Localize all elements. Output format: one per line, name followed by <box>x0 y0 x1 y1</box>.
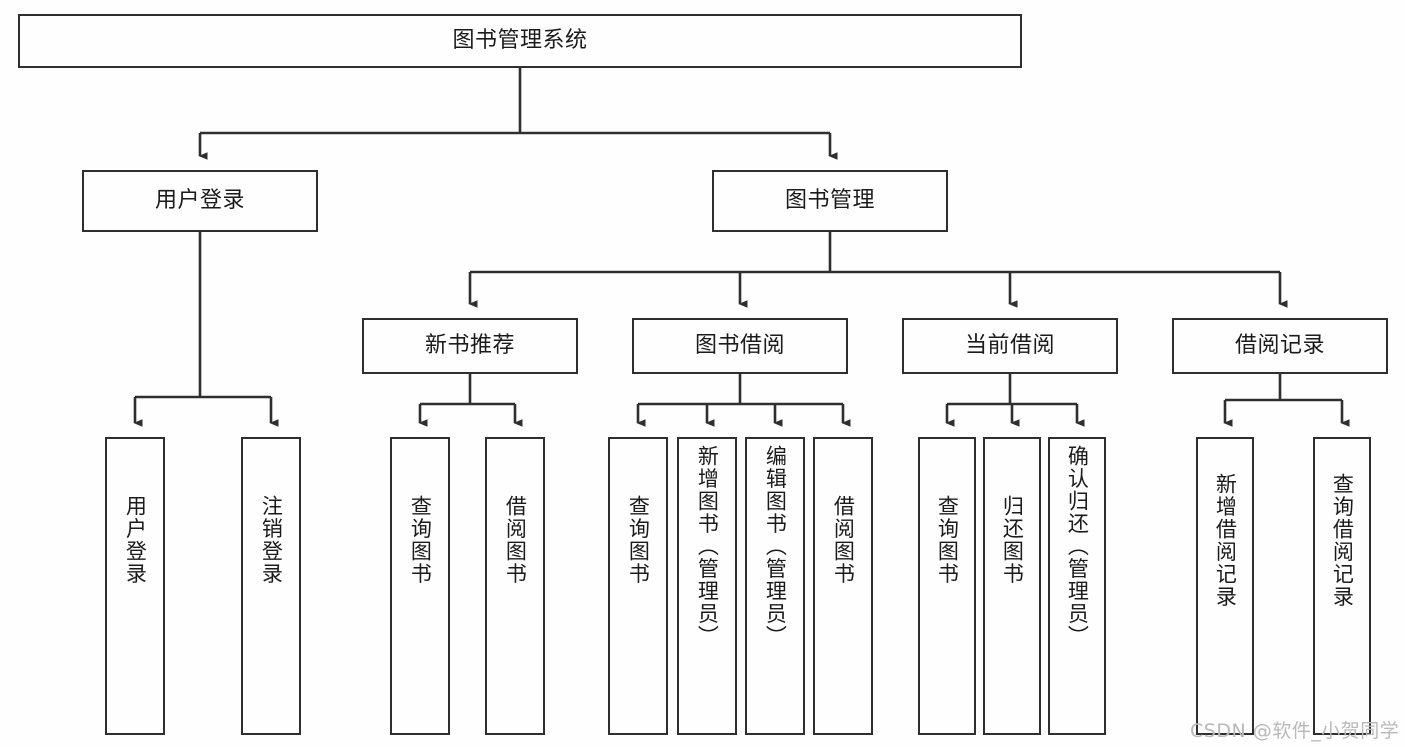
node-leaf-return-book[interactable]: 归还图书 <box>983 437 1041 735</box>
node-leaf-logout[interactable]: 注销登录 <box>241 437 301 735</box>
node-leaf-query-book-3-label: 查询图书 <box>935 495 960 585</box>
node-borrow-record-label: 借阅记录 <box>1234 332 1325 358</box>
node-root-label: 图书管理系统 <box>452 27 588 53</box>
node-user-login-label: 用户登录 <box>154 187 245 213</box>
node-leaf-edit-book-label: 编辑图书（管理员） <box>763 445 788 648</box>
node-leaf-query-book-3[interactable]: 查询图书 <box>918 437 976 735</box>
node-current-borrow[interactable]: 当前借阅 <box>902 318 1118 374</box>
node-root[interactable]: 图书管理系统 <box>18 14 1022 68</box>
node-leaf-query-book-1[interactable]: 查询图书 <box>390 437 450 735</box>
node-leaf-query-record[interactable]: 查询借阅记录 <box>1313 437 1371 735</box>
node-book-borrow-label: 图书借阅 <box>694 332 785 358</box>
node-leaf-query-book-2[interactable]: 查询图书 <box>608 437 668 735</box>
node-leaf-confirm-return[interactable]: 确认归还（管理员） <box>1048 437 1106 735</box>
node-current-borrow-label: 当前借阅 <box>964 332 1055 358</box>
node-leaf-user-login-label: 用户登录 <box>123 495 148 585</box>
node-leaf-borrow-book-2-label: 借阅图书 <box>831 495 856 585</box>
node-leaf-query-book-1-label: 查询图书 <box>408 495 433 585</box>
node-book-manage[interactable]: 图书管理 <box>712 170 948 232</box>
node-leaf-logout-label: 注销登录 <box>259 495 284 585</box>
node-leaf-borrow-book-2[interactable]: 借阅图书 <box>813 437 873 735</box>
node-book-manage-label: 图书管理 <box>784 187 875 213</box>
node-leaf-add-book[interactable]: 新增图书（管理员） <box>677 437 737 735</box>
node-leaf-borrow-book-1-label: 借阅图书 <box>503 495 528 585</box>
node-user-login[interactable]: 用户登录 <box>82 170 318 232</box>
node-borrow-record[interactable]: 借阅记录 <box>1172 318 1388 374</box>
node-new-book-rec[interactable]: 新书推荐 <box>362 318 578 374</box>
node-leaf-confirm-return-label: 确认归还（管理员） <box>1065 445 1090 648</box>
node-leaf-add-book-label: 新增图书（管理员） <box>695 445 720 648</box>
node-leaf-query-book-2-label: 查询图书 <box>626 495 651 585</box>
node-book-borrow[interactable]: 图书借阅 <box>632 318 848 374</box>
node-leaf-edit-book[interactable]: 编辑图书（管理员） <box>745 437 805 735</box>
csdn-watermark: CSDN @软件_小贺同学 <box>1190 720 1400 742</box>
node-leaf-user-login[interactable]: 用户登录 <box>105 437 165 735</box>
node-leaf-add-record[interactable]: 新增借阅记录 <box>1196 437 1254 735</box>
node-leaf-query-record-label: 查询借阅记录 <box>1330 473 1355 608</box>
node-leaf-borrow-book-1[interactable]: 借阅图书 <box>485 437 545 735</box>
node-new-book-rec-label: 新书推荐 <box>424 332 515 358</box>
node-leaf-add-record-label: 新增借阅记录 <box>1213 473 1238 608</box>
node-leaf-return-book-label: 归还图书 <box>1000 495 1025 585</box>
